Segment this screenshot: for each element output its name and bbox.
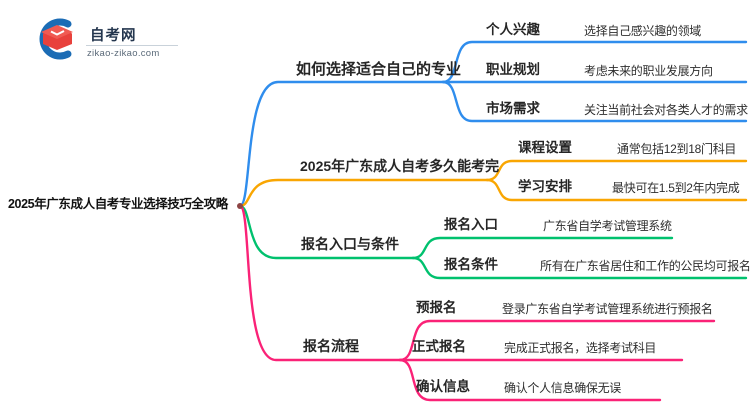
site-logo[interactable]: 自考网 zikao-zikao.com <box>30 14 180 64</box>
branch2-child2-detail[interactable]: 最快可在1.5到2年内完成 <box>612 181 740 195</box>
branch4-connectors <box>238 204 716 402</box>
branch1-child3-detail[interactable]: 关注当前社会对各类人才的需求 <box>584 103 748 117</box>
branch3-connectors <box>238 204 748 280</box>
branch3-child2-topic[interactable]: 报名条件 <box>444 257 498 272</box>
branch1-connectors <box>238 40 748 208</box>
branch1-label[interactable]: 如何选择适合自己的专业 <box>296 61 462 78</box>
branch4-child1-detail[interactable]: 登录广东省自学考试管理系统进行预报名 <box>502 302 713 316</box>
branch4-child2-topic[interactable]: 正式报名 <box>412 339 466 354</box>
branch2-label[interactable]: 2025年广东成人自考多久能考完 <box>300 158 500 174</box>
branch4-label[interactable]: 报名流程 <box>303 338 359 354</box>
branch3-child1-topic[interactable]: 报名入口 <box>444 217 498 232</box>
branch1-child2-topic[interactable]: 职业规划 <box>486 62 540 77</box>
branch4-child3-detail[interactable]: 确认个人信息确保无误 <box>504 381 622 395</box>
branch1-child2-detail[interactable]: 考虑未来的职业发展方向 <box>584 64 713 78</box>
branch1-child1-topic[interactable]: 个人兴趣 <box>486 22 540 37</box>
branch3-child2-detail[interactable]: 所有在广东省居住和工作的公民均可报名 <box>540 259 750 273</box>
branch4-child3-topic[interactable]: 确认信息 <box>416 379 470 394</box>
branch1-child1-detail[interactable]: 选择自己感兴趣的领域 <box>584 24 702 38</box>
branch2-child2-topic[interactable]: 学习安排 <box>518 179 572 194</box>
logo-divider <box>86 45 178 46</box>
graduation-cap-icon <box>39 18 73 60</box>
root-node-title[interactable]: 2025年广东成人自考专业选择技巧全攻略 <box>8 197 228 211</box>
branch2-child1-detail[interactable]: 通常包括12到18门科目 <box>617 142 737 156</box>
site-name: 自考网 <box>90 28 137 44</box>
root-node-anchor[interactable] <box>237 203 243 209</box>
branch3-child1-detail[interactable]: 广东省自学考试管理系统 <box>543 219 672 233</box>
site-url: zikao-zikao.com <box>87 48 160 59</box>
branch3-label[interactable]: 报名入口与条件 <box>301 236 399 252</box>
branch2-connectors <box>238 159 748 208</box>
branch4-child2-detail[interactable]: 完成正式报名，选择考试科目 <box>504 341 657 355</box>
branch1-child3-topic[interactable]: 市场需求 <box>486 101 540 116</box>
branch4-child1-topic[interactable]: 预报名 <box>416 300 457 315</box>
branch2-child1-topic[interactable]: 课程设置 <box>518 140 572 155</box>
